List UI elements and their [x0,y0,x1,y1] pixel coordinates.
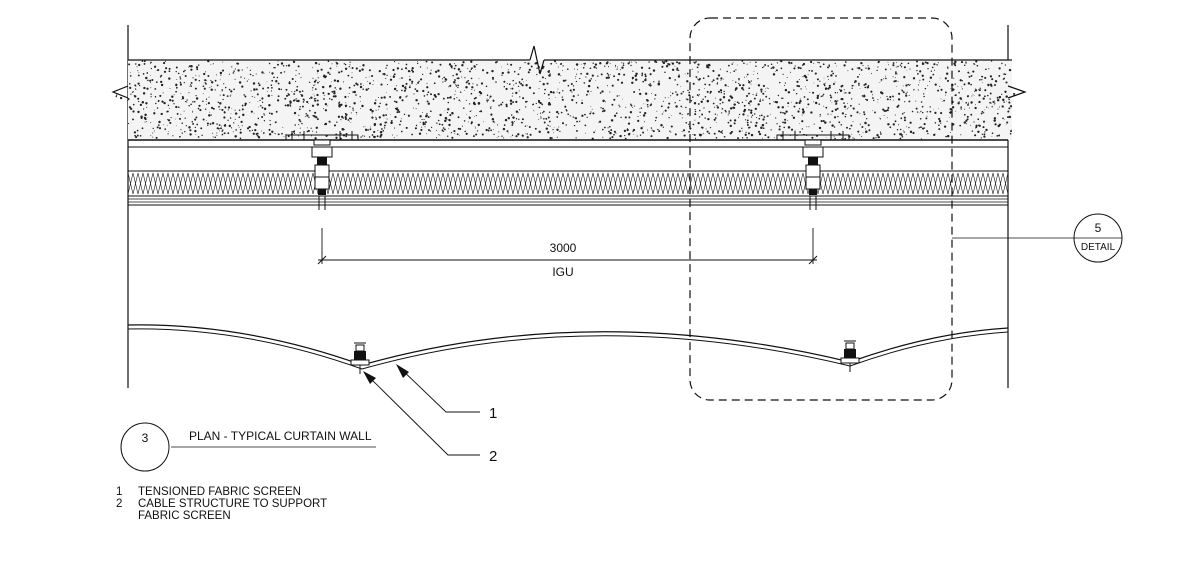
leader-2: 2 [363,371,497,465]
view-title: 3 PLAN - TYPICAL CURTAIN WALL [120,422,376,472]
view-title-text: PLAN - TYPICAL CURTAIN WALL [189,429,372,443]
dimension-value: 3000 [550,241,577,255]
mullion-bracket-left [285,131,359,210]
cable-node-left [350,342,370,374]
view-title-number: 3 [142,431,149,445]
leader-1-number: 1 [489,405,497,422]
legend-note-text: CABLE STRUCTURE TO SUPPORT FABRIC SCREEN [138,498,327,522]
legend-notes: 1 TENSIONED FABRIC SCREEN 2 CABLE STRUCT… [116,486,398,522]
leader-2-number: 2 [489,448,497,465]
legend-note-text: TENSIONED FABRIC SCREEN [138,486,301,498]
detail-callout[interactable]: 5 DETAIL [1073,213,1123,263]
cable-node-right [840,340,860,372]
dimension-igu: 3000 IGU [317,228,818,279]
fabric-screen [127,324,1009,370]
detail-callout-label: DETAIL [1081,242,1116,253]
detail-boundary[interactable] [689,17,953,401]
wall-layers [128,146,1008,206]
legend-note: 2 CABLE STRUCTURE TO SUPPORT FABRIC SCRE… [116,498,398,522]
legend-note-number: 1 [116,486,123,498]
legend-note-number: 2 [116,498,123,510]
leader-1: 1 [396,364,497,422]
concrete-slab [111,45,1027,141]
mullion-bracket-right [776,131,850,210]
legend-note: 1 TENSIONED FABRIC SCREEN [116,486,398,498]
detail-callout-number: 5 [1095,221,1102,235]
dimension-label: IGU [552,265,573,279]
